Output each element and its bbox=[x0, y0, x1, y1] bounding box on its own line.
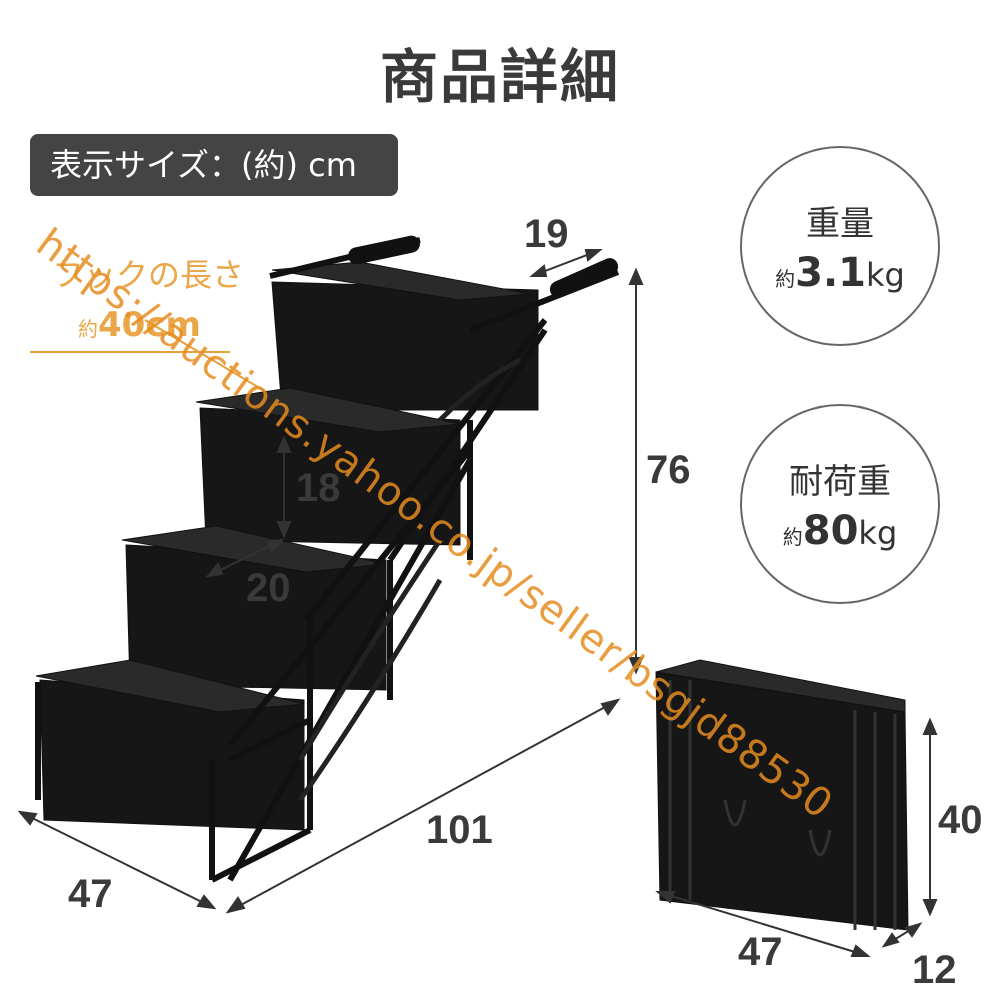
size-unit-badge: 表示サイズ：(約) cm bbox=[30, 134, 398, 196]
folded-stairs bbox=[655, 659, 909, 931]
watermark-hook-label: フックの長さ bbox=[52, 256, 245, 294]
weight-value: 約3.1kg bbox=[775, 250, 905, 296]
dim-handle: 19 bbox=[524, 212, 569, 256]
dim-step-depth: 20 bbox=[246, 566, 291, 610]
dim-folded-depth: 12 bbox=[912, 948, 957, 992]
dim-length: 101 bbox=[426, 808, 493, 852]
watermark-hook-value: 約40cm bbox=[78, 305, 201, 345]
load-capacity-circle: 耐荷重 約80kg bbox=[740, 404, 940, 604]
dim-folded-height: 40 bbox=[938, 798, 983, 842]
dim-height: 76 bbox=[646, 448, 691, 492]
dim-folded-width: 47 bbox=[738, 930, 783, 974]
dim-width: 47 bbox=[68, 872, 113, 916]
dimension-arrows bbox=[17, 249, 938, 957]
load-value: 約80kg bbox=[782, 508, 898, 554]
pet-stairs bbox=[35, 235, 620, 883]
dim-step-height: 18 bbox=[296, 466, 341, 510]
page-title: 商品詳細 bbox=[379, 43, 620, 111]
weight-circle: 重量 約3.1kg bbox=[740, 146, 940, 346]
load-label: 耐荷重 bbox=[789, 462, 891, 502]
weight-label: 重量 bbox=[806, 204, 874, 244]
